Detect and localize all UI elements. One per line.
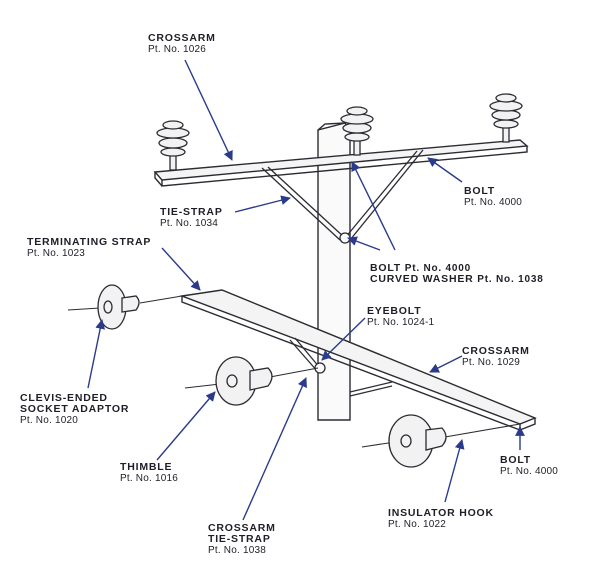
label-bolt-lower: BOLT Pt. No. 4000 [500, 454, 558, 478]
label-bolt-washer-part: Pt. No. 4000 [404, 263, 472, 274]
pole [317, 122, 351, 421]
label-clevis-part: Pt. No. 1020 [20, 415, 78, 426]
disc-insulators [97, 284, 447, 468]
arrow-eyebolt [321, 317, 366, 361]
label-terminating-strap-part: Pt. No. 1023 [27, 248, 85, 259]
guy-wires [67, 295, 521, 448]
disc-insulator-3 [388, 414, 447, 468]
label-thimble-part: Pt. No. 1016 [120, 473, 178, 484]
label-crossarm-tie-strap-part: Pt. No. 1038 [208, 545, 266, 556]
label-bolt-lower-part: Pt. No. 4000 [500, 466, 558, 477]
label-bolt-washer: BOLT Pt. No. 4000 CURVED WASHER Pt. No. … [370, 262, 544, 286]
label-crossarm-top: CROSSARM Pt. No. 1026 [148, 32, 216, 56]
label-bolt-top: BOLT Pt. No. 4000 [464, 185, 522, 209]
label-crossarm-tie-strap-title-2: TIE-STRAP [208, 533, 271, 545]
label-eyebolt: EYEBOLT Pt. No. 1024-1 [367, 305, 435, 329]
insulator-middle [340, 106, 374, 156]
label-curved-washer-title: CURVED WASHER [370, 273, 474, 285]
label-crossarm-lower-part: Pt. No. 1029 [462, 357, 520, 368]
arrow-crossarm-lower [429, 355, 463, 373]
label-bolt-top-title: BOLT [464, 185, 495, 197]
label-clevis: CLEVIS-ENDED SOCKET ADAPTOR Pt. No. 1020 [20, 392, 130, 427]
label-tie-strap-title: TIE-STRAP [160, 206, 223, 218]
label-clevis-title-2: SOCKET ADAPTOR [20, 403, 130, 415]
label-bolt-washer-title: BOLT [370, 262, 401, 274]
label-insulator-hook-title: INSULATOR HOOK [388, 507, 494, 519]
label-crossarm-top-title: CROSSARM [148, 32, 216, 44]
arrow-crossarm-tie-strap [242, 377, 307, 521]
arrow-crossarm-top [184, 59, 233, 161]
label-tie-strap-part: Pt. No. 1034 [160, 218, 218, 229]
label-bolt-lower-title: BOLT [500, 454, 531, 466]
insulator-left [156, 120, 190, 171]
label-thimble: THIMBLE Pt. No. 1016 [120, 461, 178, 485]
arrow-terminating-strap [161, 247, 201, 291]
disc-insulator-2 [215, 356, 273, 406]
label-bolt-top-part: Pt. No. 4000 [464, 197, 522, 208]
label-crossarm-top-part: Pt. No. 1026 [148, 44, 206, 55]
arrow-clevis [87, 319, 106, 389]
label-terminating-strap-title: TERMINATING STRAP [27, 236, 152, 248]
label-crossarm-tie-strap-title-1: CROSSARM [208, 522, 276, 534]
label-eyebolt-part: Pt. No. 1024-1 [367, 317, 435, 328]
label-thimble-title: THIMBLE [120, 461, 173, 473]
upper-insulators [156, 93, 523, 171]
arrow-thimble [156, 391, 216, 461]
leader-arrows [87, 59, 525, 521]
disc-insulator-1 [97, 284, 140, 330]
label-curved-washer-part: Pt. No. 1038 [477, 274, 544, 285]
arrow-insulator-hook [444, 439, 465, 503]
label-eyebolt-title: EYEBOLT [367, 305, 422, 317]
lower-tie-straps [289, 337, 393, 397]
upper-crossarm [153, 139, 529, 187]
insulator-right [489, 93, 523, 143]
arrow-bolt-top [427, 157, 463, 183]
label-tie-strap: TIE-STRAP Pt. No. 1034 [160, 206, 223, 230]
label-crossarm-tie-strap: CROSSARM TIE-STRAP Pt. No. 1038 [208, 522, 276, 557]
arrow-bolt-washer-1 [351, 161, 396, 251]
label-clevis-title-1: CLEVIS-ENDED [20, 392, 108, 404]
label-terminating-strap: TERMINATING STRAP Pt. No. 1023 [27, 236, 152, 260]
label-insulator-hook: INSULATOR HOOK Pt. No. 1022 [388, 507, 494, 531]
label-crossarm-lower: CROSSARM Pt. No. 1029 [462, 345, 530, 369]
arrow-tie-strap [234, 195, 291, 213]
arrow-bolt-washer-2 [347, 236, 381, 251]
label-crossarm-lower-title: CROSSARM [462, 345, 530, 357]
label-insulator-hook-part: Pt. No. 1022 [388, 519, 446, 530]
